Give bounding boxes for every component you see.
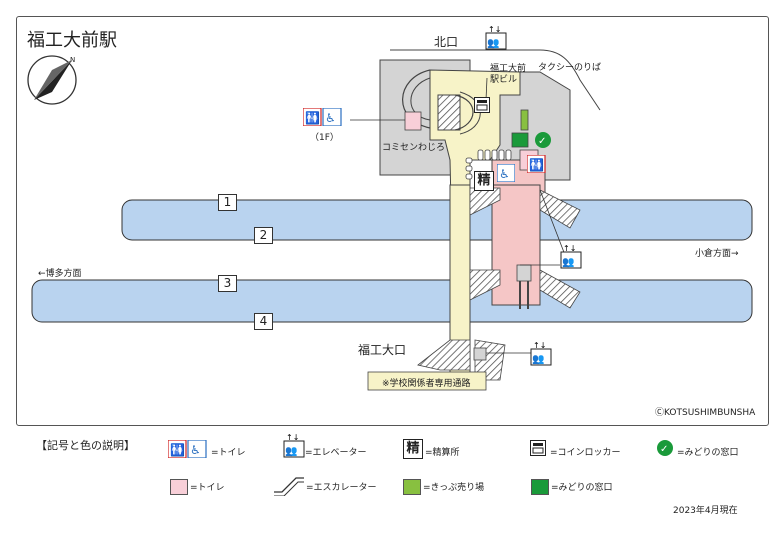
north-stairs xyxy=(437,94,461,131)
legend-label: =エスカレーター xyxy=(306,483,377,493)
kokura-direction: 小倉方面→ xyxy=(695,249,739,259)
elevator-icon: ↑↓ 👥 xyxy=(560,243,582,273)
track-number-3: 3 xyxy=(218,275,237,292)
svg-text:♿: ♿ xyxy=(325,111,336,125)
floor-label: （1F） xyxy=(310,133,339,143)
seisanjo-icon: 精 xyxy=(474,171,494,191)
midori-area-swatch xyxy=(531,479,549,495)
south-exit-label: 福工大口 xyxy=(358,343,407,357)
svg-text:👥: 👥 xyxy=(285,446,297,457)
svg-text:👥: 👥 xyxy=(487,38,499,49)
comicen-label: コミセンわじろ xyxy=(382,143,446,153)
building-label: 福工大前駅ビル xyxy=(490,64,527,85)
legend-label: =トイレ xyxy=(211,448,246,458)
toilet-icon: 🚻 ♿ xyxy=(302,107,343,130)
legend-label: =精算所 xyxy=(425,448,460,458)
svg-text:🚻: 🚻 xyxy=(529,158,544,172)
svg-text:↑↓: ↑↓ xyxy=(488,25,501,34)
coin-locker-icon xyxy=(474,97,490,117)
station-title: 福工大前駅 xyxy=(27,30,117,51)
svg-text:↑↓: ↑↓ xyxy=(533,341,546,350)
coin-locker-icon xyxy=(530,440,546,460)
svg-text:N: N xyxy=(70,56,75,64)
svg-text:♿: ♿ xyxy=(499,167,510,181)
svg-text:↑↓: ↑↓ xyxy=(563,244,576,253)
ticket-machine-area xyxy=(520,109,529,131)
north-exit-label: 北口 xyxy=(434,35,459,49)
svg-text:👥: 👥 xyxy=(532,354,544,365)
ticket-gates xyxy=(465,149,512,180)
legend-label: =コインロッカー xyxy=(550,448,621,458)
elevator-icon: ↑↓ 👥 xyxy=(283,432,305,462)
date-label: 2023年4月現在 xyxy=(673,506,738,516)
svg-text:✓: ✓ xyxy=(538,136,546,147)
svg-text:👥: 👥 xyxy=(562,257,574,268)
taxi-stand-label: タクシーのりば xyxy=(538,63,602,73)
escalator-icon xyxy=(272,474,306,500)
notice-label: ※学校関係者専用通路 xyxy=(382,379,471,389)
map-frame xyxy=(16,16,769,426)
track-number-2: 2 xyxy=(254,227,273,244)
seisanjo-icon: 精 xyxy=(403,439,423,459)
compass: N xyxy=(27,55,77,105)
toilet-area-swatch xyxy=(170,479,188,495)
elevator-icon: ↑↓ 👥 xyxy=(485,24,507,54)
svg-text:♿: ♿ xyxy=(190,443,201,457)
wheelchair-icon: ♿ xyxy=(496,163,516,186)
legend-label: =みどりの窓口 xyxy=(551,483,613,493)
legend-label: =エレベーター xyxy=(305,448,367,458)
toilet-icon: 🚻 xyxy=(526,154,547,177)
midori-area xyxy=(511,132,529,148)
copyright: ⒸKOTSUSHIMBUNSHA xyxy=(655,408,756,418)
svg-text:🚻: 🚻 xyxy=(305,111,320,125)
track-number-1: 1 xyxy=(218,194,237,211)
legend-heading: 【記号と色の説明】 xyxy=(36,439,135,452)
track-number-4: 4 xyxy=(254,313,273,330)
platform-1-2 xyxy=(121,199,753,241)
ticket-machine-swatch xyxy=(403,479,421,495)
toilet-icon: 🚻 ♿ xyxy=(167,439,208,462)
hakata-direction: ←博多方面 xyxy=(38,269,82,279)
svg-text:↑↓: ↑↓ xyxy=(286,433,299,442)
svg-text:🚻: 🚻 xyxy=(170,443,185,457)
legend-label: =トイレ xyxy=(190,483,225,493)
legend-label: =きっぷ売り場 xyxy=(423,483,485,493)
elevator-icon: ↑↓ 👥 xyxy=(530,340,552,370)
midori-madoguchi-icon: ✓ xyxy=(656,436,674,462)
midori-madoguchi-icon: ✓ xyxy=(534,128,552,154)
platform-3-4 xyxy=(31,279,753,323)
svg-text:✓: ✓ xyxy=(660,444,668,455)
legend-label: =みどりの窓口 xyxy=(677,448,739,458)
